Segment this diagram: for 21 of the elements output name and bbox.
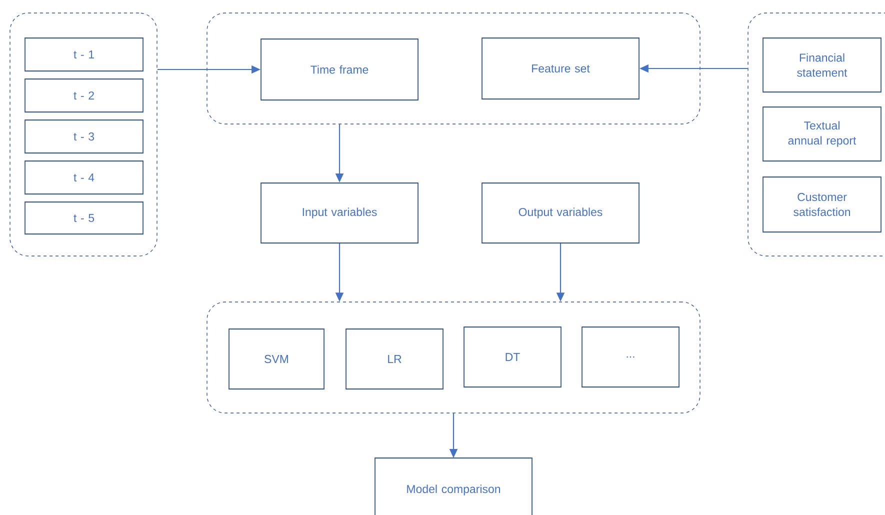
- process-box: SVM: [228, 328, 324, 390]
- process-box: Customer satisfaction: [762, 176, 882, 232]
- group-frame: [206, 12, 700, 124]
- process-box: t - 5: [24, 202, 144, 234]
- process-box: Feature set: [482, 38, 640, 100]
- process-box: t - 1: [24, 38, 144, 72]
- process-box: Output variables: [482, 182, 640, 244]
- process-box: DT: [464, 326, 562, 388]
- process-box: t - 4: [24, 160, 144, 194]
- group-frame: [206, 302, 700, 414]
- process-box: LR: [346, 328, 444, 390]
- process-box: Model comparison: [374, 458, 532, 515]
- process-box: Financial statement: [762, 38, 882, 92]
- process-box: Textual annual report: [762, 106, 882, 162]
- process-box: ...: [582, 326, 680, 388]
- process-box: t - 2: [24, 78, 144, 112]
- process-box: t - 3: [24, 120, 144, 154]
- process-box: Input variables: [260, 182, 418, 244]
- group-frame: [748, 12, 885, 256]
- process-box: Time frame: [260, 38, 418, 100]
- group-frame: [10, 12, 158, 256]
